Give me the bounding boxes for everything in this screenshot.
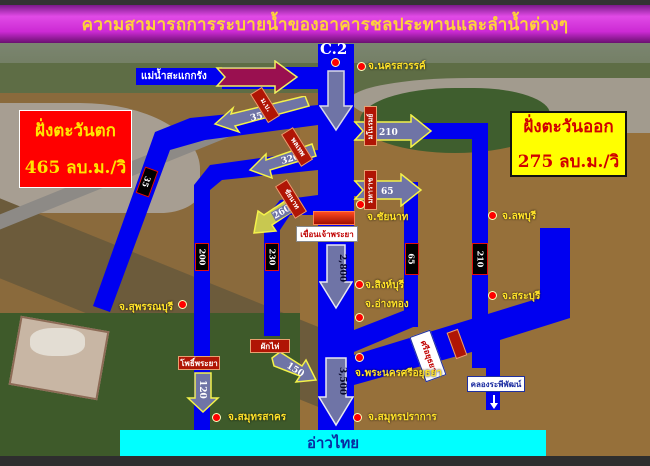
gate-pho-phraya: โพธิ์พระยา	[178, 356, 220, 370]
province-samut-prakan: จ.สมุทรปราการ	[368, 412, 437, 423]
station-c2-label: C.2	[320, 40, 348, 58]
marker-angthong	[355, 313, 364, 322]
province-suphanburi: จ.สุพรรณบุรี	[119, 302, 174, 313]
marker-lopburi	[488, 211, 497, 220]
main-3500-arrow: 3,500	[318, 357, 354, 427]
gulf-label: อ่าวไทย	[306, 434, 360, 452]
province-singburi: จ.สิงห์บุรี	[365, 280, 404, 291]
canal-210-capacity: 210	[472, 243, 488, 275]
pho-phraya-120-arrow: 120	[186, 372, 220, 414]
sakae-krang-river-label: แม่น้ำสะแกกรัง	[136, 68, 222, 85]
raphiphat-down-arrow-icon	[490, 395, 498, 409]
canal-200-capacity: 200	[195, 243, 209, 271]
province-chainat: จ.ชัยนาท	[367, 212, 409, 223]
marker-ayutthaya	[355, 353, 364, 362]
marker-samut-sakhon	[212, 413, 221, 422]
gate-manorom: มโนรมย์	[364, 106, 377, 146]
east-bank-value: 275 ลบ.ม./วิ	[517, 152, 620, 172]
svg-text:65: 65	[381, 187, 394, 197]
main-2800-arrow: 2,800	[319, 244, 353, 310]
west-bank-summary: ฝั่งตะวันตก 465 ลบ.ม./วิ	[19, 110, 132, 188]
dam-label: เขื่อนเจ้าพระยา	[296, 226, 358, 242]
bg-building-roof	[30, 328, 85, 356]
marker-samut-prakan	[353, 413, 362, 422]
province-lopburi: จ.ลพบุรี	[502, 211, 537, 222]
province-nakhon-sawan: จ.นครสวรรค์	[368, 61, 426, 72]
page-title: ความสามารถการระบายน้ำของอาคารชลประทานและ…	[81, 14, 569, 35]
dam-structure	[313, 211, 355, 225]
title-banner: ความสามารถการระบายน้ำของอาคารชลประทานและ…	[0, 5, 650, 43]
phak-hai-150-arrow: 150	[271, 352, 318, 383]
svg-text:120: 120	[197, 380, 207, 399]
top-border	[0, 0, 650, 5]
west-bank-value: 465 ลบ.ม./วิ	[24, 158, 127, 178]
svg-text:3,500: 3,500	[337, 367, 347, 395]
inflow-arrow-icon	[215, 60, 299, 94]
svg-text:2,800: 2,800	[337, 254, 347, 282]
province-ayutthaya: จ.พระนครศรีอยุธยา	[355, 368, 443, 379]
east-bank-summary: ฝั่งตะวันออก 275 ลบ.ม./วิ	[510, 111, 627, 177]
province-samut-sakhon: จ.สมุทรสาคร	[228, 412, 287, 423]
raphiphat-canal-label: คลองระพีพัฒน์	[467, 376, 525, 392]
marker-suphanburi	[178, 300, 187, 309]
bottom-border	[0, 456, 650, 466]
marker-nakhon-sawan	[357, 62, 366, 71]
province-saraburi: จ.สระบุรี	[502, 291, 541, 302]
gulf-of-thailand: อ่าวไทย	[120, 430, 546, 456]
marker-saraburi	[488, 291, 497, 300]
marker-chainat	[356, 200, 365, 209]
marker-singburi	[355, 280, 364, 289]
east-bank-label: ฝั่งตะวันออก	[523, 117, 614, 137]
main-down-arrow-icon	[319, 70, 353, 132]
canal-65-capacity: 65	[405, 243, 419, 275]
west-bank-label: ฝั่งตะวันตก	[35, 121, 116, 141]
svg-text:210: 210	[379, 128, 398, 138]
station-c2-marker	[331, 58, 340, 67]
province-angthong: จ.อ่างทอง	[365, 299, 409, 310]
gate-maharaj: มหาราช	[364, 170, 377, 210]
gate-phak-hai: ผักไห่	[250, 339, 290, 353]
canal-230-capacity: 230	[265, 243, 279, 271]
svg-text:35: 35	[249, 111, 264, 124]
